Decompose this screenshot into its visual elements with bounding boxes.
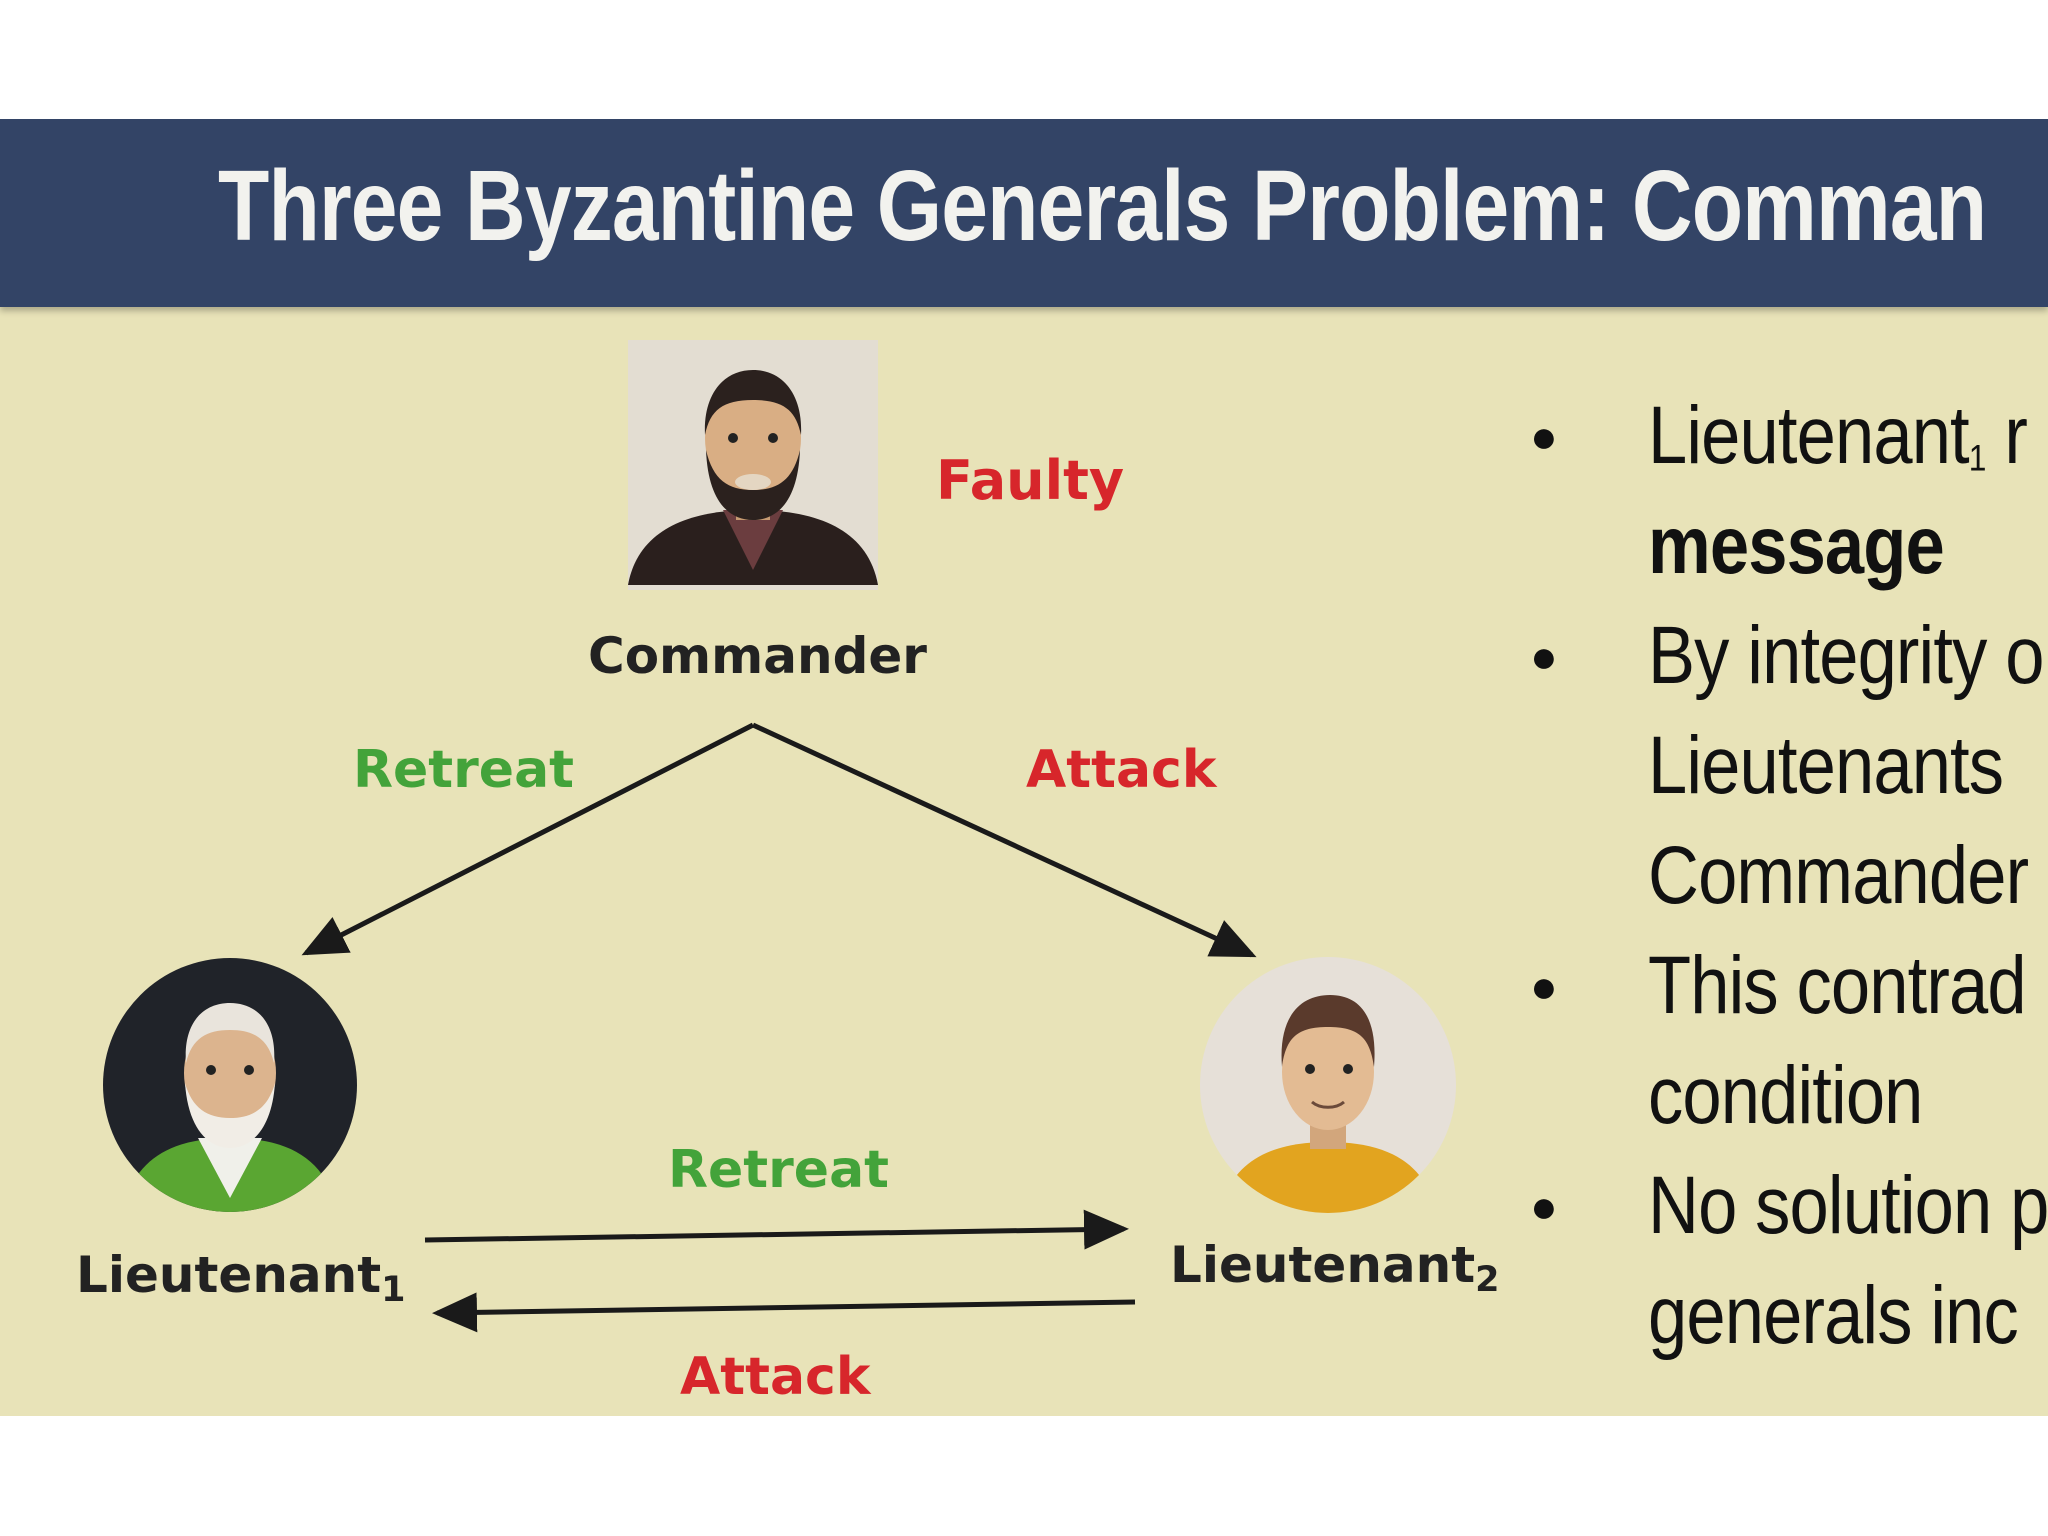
edge-label-l1-to-l2: Retreat <box>668 1140 890 1200</box>
diagram-arrows <box>301 722 1257 1333</box>
bullet-dot: ● <box>1530 960 1558 1012</box>
young-man-avatar-icon <box>1200 957 1456 1213</box>
lieutenant1-label: Lieutenant1 <box>76 1246 406 1307</box>
arrow-commander-to-lieutenant2 <box>751 722 1257 958</box>
bullet-line-text: Lieutenant <box>1648 390 1970 481</box>
slide-title: Three Byzantine Generals Problem: Comman <box>218 150 1987 262</box>
bullet-item: ● This contrad condition <box>1530 939 2048 1159</box>
arrow-lieutenant1-to-lieutenant2 <box>424 1209 1129 1250</box>
arrow-commander-to-lieutenant1 <box>301 722 755 956</box>
edge-label-l2-to-l1: Attack <box>680 1347 871 1407</box>
edge-label-commander-to-l2: Attack <box>1026 740 1217 800</box>
bullet-line: condition <box>1648 1050 1923 1141</box>
title-bar: Three Byzantine Generals Problem: Comman <box>0 119 2048 307</box>
lieutenant1-name: Lieutenant <box>76 1246 382 1304</box>
lieutenant2-name: Lieutenant <box>1170 1236 1476 1294</box>
bullet-line: message <box>1648 500 1945 591</box>
commander-label: Commander <box>588 627 927 685</box>
old-man-avatar-icon <box>103 958 357 1212</box>
bullet-item: ● Lieutenant1 r message <box>1530 389 2048 609</box>
lieutenant2-subscript: 2 <box>1475 1259 1500 1300</box>
bullet-line: Lieutenant1 r <box>1648 389 2028 483</box>
bullet-line-subscript: 1 <box>1968 437 1987 479</box>
bullet-line: By integrity o <box>1648 610 2044 701</box>
bearded-man-avatar-icon <box>628 340 878 590</box>
bullet-line-rest: r <box>1985 390 2027 481</box>
slide: Three Byzantine Generals Problem: Comman… <box>0 119 2048 1416</box>
arrow-lieutenant2-to-lieutenant1 <box>432 1292 1136 1333</box>
commander-status-label: Faulty <box>936 449 1125 512</box>
lieutenant1-subscript: 1 <box>381 1269 406 1310</box>
bullet-dot: ● <box>1530 410 1558 462</box>
lieutenant2-label: Lieutenant2 <box>1170 1236 1500 1297</box>
bullet-line: No solution p <box>1648 1160 2048 1251</box>
bullet-item: ● No solution p generals inc <box>1530 1159 2048 1379</box>
bullet-list: ● Lieutenant1 r message ● By integrity o… <box>1530 389 2048 1379</box>
bullet-line: Commander <box>1648 830 2029 921</box>
bullet-dot: ● <box>1530 630 1558 682</box>
bullet-dot: ● <box>1530 1180 1558 1232</box>
bullet-item: ● By integrity o Lieutenants Commander <box>1530 609 2048 939</box>
bullet-line: generals inc <box>1648 1270 2019 1361</box>
bullet-line: Lieutenants <box>1648 720 2004 811</box>
edge-label-commander-to-l1: Retreat <box>353 740 575 800</box>
bullet-line: This contrad <box>1648 940 2027 1031</box>
